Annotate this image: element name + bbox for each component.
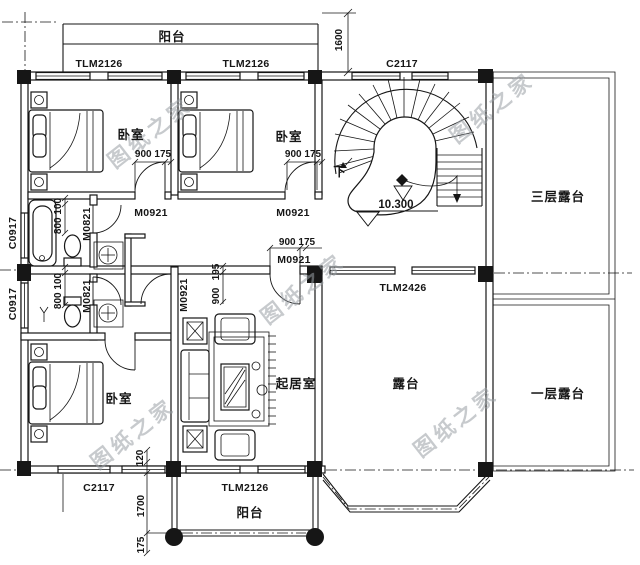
room-label-living: 起居室	[275, 376, 317, 391]
sofa	[180, 349, 210, 423]
planter	[182, 317, 208, 345]
room-label-bedroom-2: 卧室	[275, 129, 302, 144]
window-strip	[185, 465, 241, 474]
armchair	[214, 313, 256, 345]
bed-bedroom1	[28, 91, 104, 191]
dim-label-120: 120	[135, 449, 146, 466]
room-label-bedroom-3: 卧室	[105, 391, 132, 406]
basin-lower	[93, 299, 124, 328]
living-room-furniture	[180, 313, 276, 461]
coffee-table	[220, 363, 250, 411]
dim-label-175: 175	[136, 536, 147, 553]
opening-label-tlm2126-bottom: TLM2126	[221, 482, 268, 494]
stair-landing	[347, 116, 437, 216]
room-label-bedroom-1: 卧室	[117, 127, 144, 142]
dim-1600	[322, 8, 356, 77]
bed-bedroom2	[178, 91, 254, 191]
opening-label-m0821-lower: M0821	[81, 279, 93, 313]
bay-window	[322, 473, 491, 513]
opening-label-c0917-lower: C0917	[7, 288, 19, 320]
room-label-terrace-1f: 一层露台	[531, 386, 585, 401]
window-strip	[351, 71, 401, 81]
dim-bath-lower	[61, 263, 69, 309]
opening-label-m0921-bd2: M0921	[276, 207, 310, 219]
dim-label-195: 195	[211, 263, 222, 280]
rug	[208, 331, 276, 427]
room-label-balcony-bottom: 阳台	[236, 505, 263, 520]
dim-label-900: 900	[211, 287, 222, 304]
elevation-value: 10.300	[378, 199, 413, 211]
columns	[17, 69, 493, 546]
doors	[92, 161, 316, 371]
stair-direction-arrow	[340, 157, 461, 203]
window-strip	[257, 465, 306, 474]
planter	[182, 425, 208, 453]
bed-bedroom3	[28, 343, 104, 443]
opening-label-c2117-bottom: C2117	[83, 482, 115, 494]
dimensions	[61, 8, 356, 557]
dim-bedroom2-door	[283, 158, 326, 190]
window-strip	[185, 71, 241, 81]
room-label-terrace-3f: 三层露台	[531, 189, 585, 204]
windows	[20, 71, 476, 474]
window-strip	[329, 266, 396, 275]
opening-label-m0921-bd1: M0921	[134, 207, 168, 219]
toilet-lower	[63, 296, 82, 328]
toilet-upper	[63, 234, 82, 267]
dim-bath-upper	[61, 194, 69, 237]
dim-label-hall-door: 900 175	[279, 237, 316, 248]
opening-label-tlm2126-right: TLM2126	[222, 58, 269, 70]
window-strip	[35, 71, 91, 81]
opening-label-m0921-hall: M0921	[277, 254, 311, 266]
window-strip	[20, 282, 29, 329]
dim-label-bath-upper: 800 100	[53, 197, 64, 234]
dim-label-bedroom2-door: 900 175	[285, 149, 322, 160]
opening-label-tlm2126-left: TLM2126	[75, 58, 122, 70]
bedroom3-door	[104, 339, 136, 371]
window-strip	[57, 465, 111, 474]
elevation-marker	[355, 210, 438, 227]
bathroom-fixtures	[28, 199, 124, 328]
window-strip	[411, 71, 449, 81]
bedroom2-door	[284, 161, 316, 193]
floor-drain-icon	[39, 306, 49, 322]
hall-door	[269, 273, 301, 305]
window-strip	[121, 465, 166, 474]
terraces-outline	[493, 71, 616, 472]
bath-upper-door	[92, 204, 122, 234]
dim-label-bath-lower: 800 100	[53, 272, 64, 309]
opening-label-c2117-top: C2117	[386, 58, 418, 70]
bath-lower-door	[92, 276, 122, 306]
dim-label-1700: 1700	[136, 494, 147, 517]
bedroom1-door	[134, 161, 166, 193]
dim-label-1600: 1600	[334, 28, 345, 51]
dim-hall-door	[266, 244, 322, 266]
armchair	[214, 429, 256, 461]
bottom-balcony	[171, 473, 319, 537]
labels: 阳台 TLM2126 TLM2126 C2117 1600 卧室 卧室 900 …	[7, 28, 585, 553]
stair-down-label: 下	[333, 165, 347, 179]
opening-label-m0921-vestibule: M0921	[178, 278, 190, 312]
opening-label-tlm2426: TLM2426	[379, 282, 426, 294]
window-strip	[257, 71, 305, 81]
dim-vestibule-door	[219, 262, 227, 306]
room-label-balcony-top: 阳台	[158, 29, 185, 44]
basin-upper	[93, 241, 124, 270]
top-balcony-outline	[62, 23, 319, 72]
bathtub	[28, 199, 57, 267]
beds	[28, 91, 254, 443]
opening-label-m0821-upper: M0821	[81, 207, 93, 241]
room-label-terrace: 露台	[392, 376, 419, 391]
dim-balcony-bottom	[143, 446, 170, 557]
dim-label-bedroom1-door: 900 175	[135, 149, 172, 160]
window-strip	[107, 71, 163, 81]
window-strip	[411, 266, 476, 275]
opening-label-c0917-upper: C0917	[7, 217, 19, 249]
vestibule-door	[140, 273, 172, 305]
window-strip	[20, 212, 29, 259]
dim-bedroom1-door	[131, 158, 175, 190]
stair	[333, 77, 483, 216]
